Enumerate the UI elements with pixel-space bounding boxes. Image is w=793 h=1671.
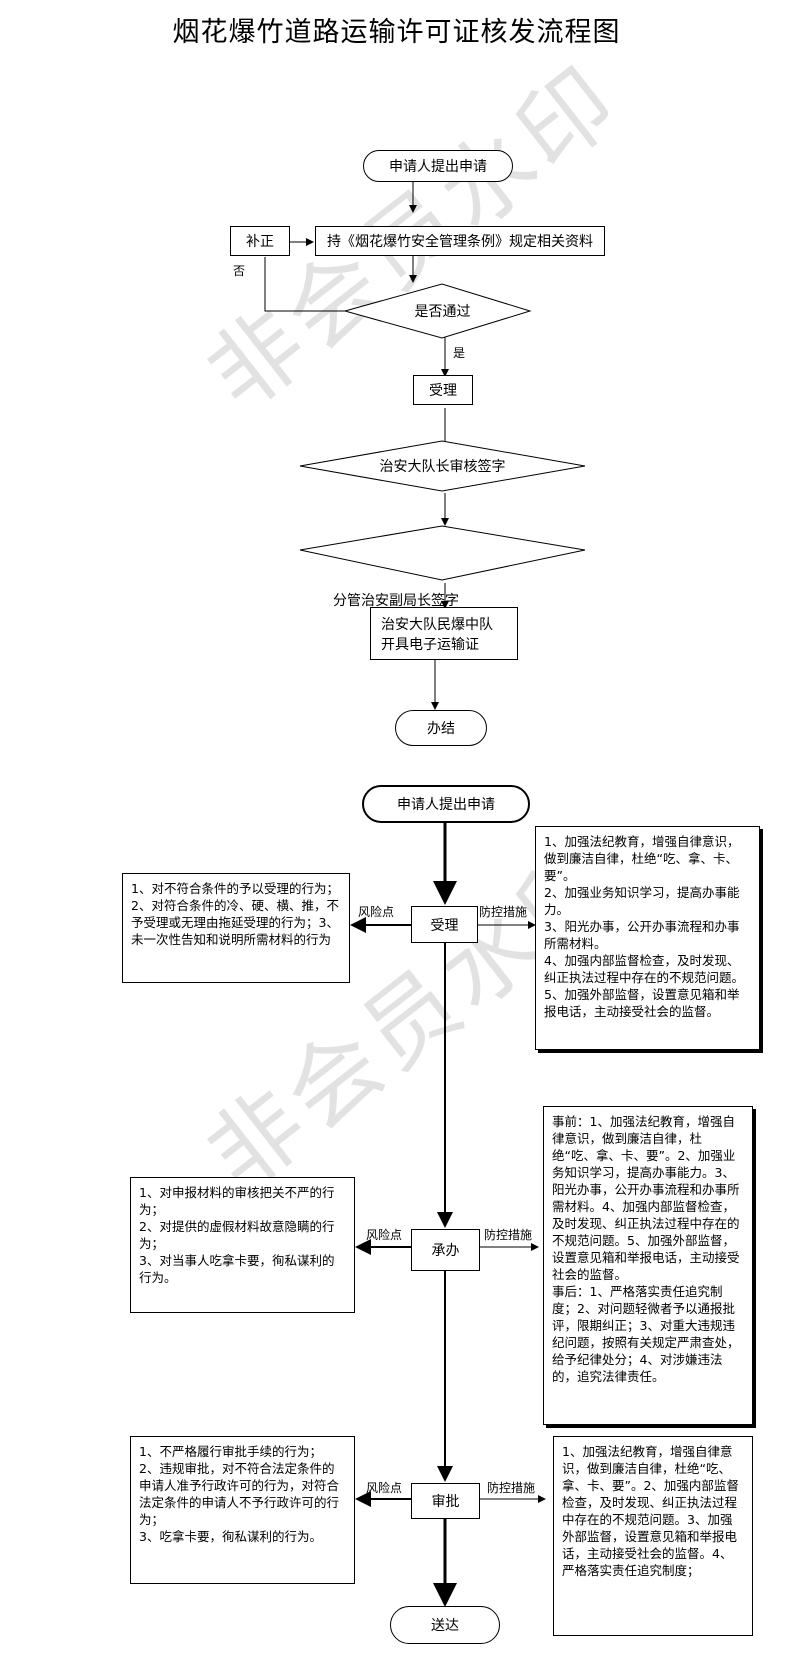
control-label: 防控措施: [479, 905, 528, 919]
materials-box: 持《烟花爆竹安全管理条例》规定相关资料: [315, 226, 605, 256]
issue-line-1: 治安大队民爆中队: [381, 616, 493, 633]
end-node: 办结: [395, 710, 487, 746]
issue-box: 治安大队民爆中队 开具电子运输证: [370, 607, 518, 660]
step-handle: 承办: [411, 1229, 480, 1271]
risk-note-handle: 1、对申报材料的审核把关不严的行为； 2、对提供的虚假材料故意隐瞒的行为； 3、…: [130, 1177, 355, 1313]
accept-box: 受理: [413, 375, 473, 405]
control-note-handle: 事前：1、加强法纪教育，增强自律意识，做到廉洁自律，杜绝“吃、拿、卡、要”。2、…: [543, 1106, 753, 1425]
control-label: 防控措施: [484, 1228, 533, 1242]
page-title: 烟花爆竹道路运输许可证核发流程图: [172, 17, 621, 48]
control-label: 防控措施: [487, 1481, 536, 1495]
no-label: 否: [233, 264, 246, 278]
risk-note-accept: 1、对不符合条件的予以受理的行为；2、对符合条件的冷、硬、横、推，不予受理或无理…: [122, 873, 350, 983]
end-node-2: 送达: [390, 1606, 500, 1644]
start-node: 申请人提出申请: [363, 150, 513, 182]
step-approve: 审批: [411, 1483, 480, 1519]
decision-label: 是否通过: [414, 304, 471, 320]
control-note-accept: 1、加强法纪教育，增强自律意识，做到廉洁自律，杜绝“吃、拿、卡、要”。 2、加强…: [535, 826, 760, 1050]
control-note-approve: 1、加强法纪教育，增强自律意识，做到廉洁自律，杜绝“吃、拿、卡、要”。2、加强内…: [553, 1436, 753, 1636]
start-node-2: 申请人提出申请: [362, 785, 530, 823]
issue-line-2: 开具电子运输证: [381, 636, 479, 653]
correction-box: 补正: [230, 226, 290, 256]
yes-label: 是: [453, 346, 466, 360]
risk-note-approve: 1、不严格履行审批手续的行为； 2、违规审批，对不符合法定条件的申请人准予行政许…: [130, 1436, 355, 1584]
deputy-sign-label: 分管治安副局长签字: [333, 593, 459, 609]
captain-sign-label: 治安大队长审核签字: [379, 459, 506, 475]
risk-label: 风险点: [358, 905, 395, 919]
risk-label: 风险点: [366, 1481, 403, 1495]
step-accept: 受理: [411, 906, 478, 943]
risk-label: 风险点: [366, 1228, 403, 1242]
